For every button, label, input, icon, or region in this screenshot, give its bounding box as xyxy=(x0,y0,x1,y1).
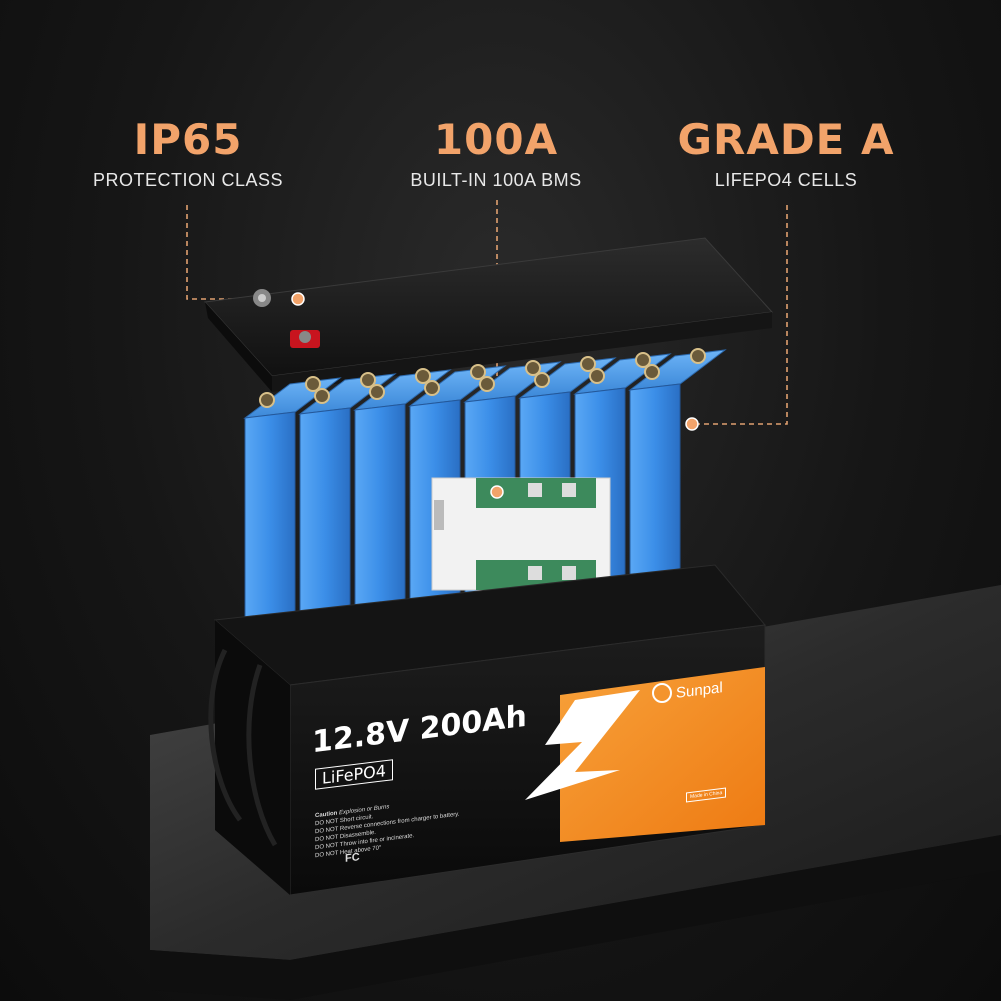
cell-terminal-icon xyxy=(415,368,431,384)
cell-terminal-icon xyxy=(369,384,385,400)
feature-grade-a: GRADE A LIFEPO4 CELLS xyxy=(636,112,936,191)
cell-terminal-icon xyxy=(479,376,495,392)
cell-terminal-icon xyxy=(305,376,321,392)
cell-terminal-icon xyxy=(635,352,651,368)
cell-terminal-icon xyxy=(424,380,440,396)
feature-title: 100A xyxy=(433,115,559,164)
cell-terminal-icon xyxy=(525,360,541,376)
cell-terminal-icon xyxy=(589,368,605,384)
feature-ip65: IP65 PROTECTION CLASS xyxy=(38,112,338,191)
callout-dots xyxy=(291,292,699,499)
fc-badge: FC xyxy=(345,851,360,865)
cell-terminal-icon xyxy=(314,388,330,404)
feature-subtitle: LIFEPO4 CELLS xyxy=(714,170,858,190)
brand-panel xyxy=(560,667,765,842)
feature-100a: 100A BUILT-IN 100A BMS xyxy=(346,112,646,191)
battery-lid xyxy=(203,237,774,392)
brand-logo-icon xyxy=(652,683,672,703)
cell-terminal-icon xyxy=(580,356,596,372)
feature-subtitle: PROTECTION CLASS xyxy=(92,170,284,190)
cell-terminal-icon xyxy=(360,372,376,388)
cell-terminal-icon xyxy=(644,364,660,380)
battery-cell xyxy=(628,348,727,591)
battery-cell xyxy=(353,368,452,611)
cell-terminal-icon xyxy=(690,348,706,364)
battery-cell xyxy=(243,376,342,619)
battery-case xyxy=(208,564,766,896)
cell-terminal-icon xyxy=(470,364,486,380)
feature-title: IP65 xyxy=(133,115,243,164)
battery-cell xyxy=(298,372,397,615)
feature-title: GRADE A xyxy=(677,115,895,164)
cell-terminal-icon xyxy=(534,372,550,388)
lightning-bolt-icon xyxy=(525,690,640,800)
bms-board xyxy=(431,477,611,591)
cell-terminal-icon xyxy=(259,392,275,408)
feature-subtitle: BUILT-IN 100A BMS xyxy=(410,170,582,190)
